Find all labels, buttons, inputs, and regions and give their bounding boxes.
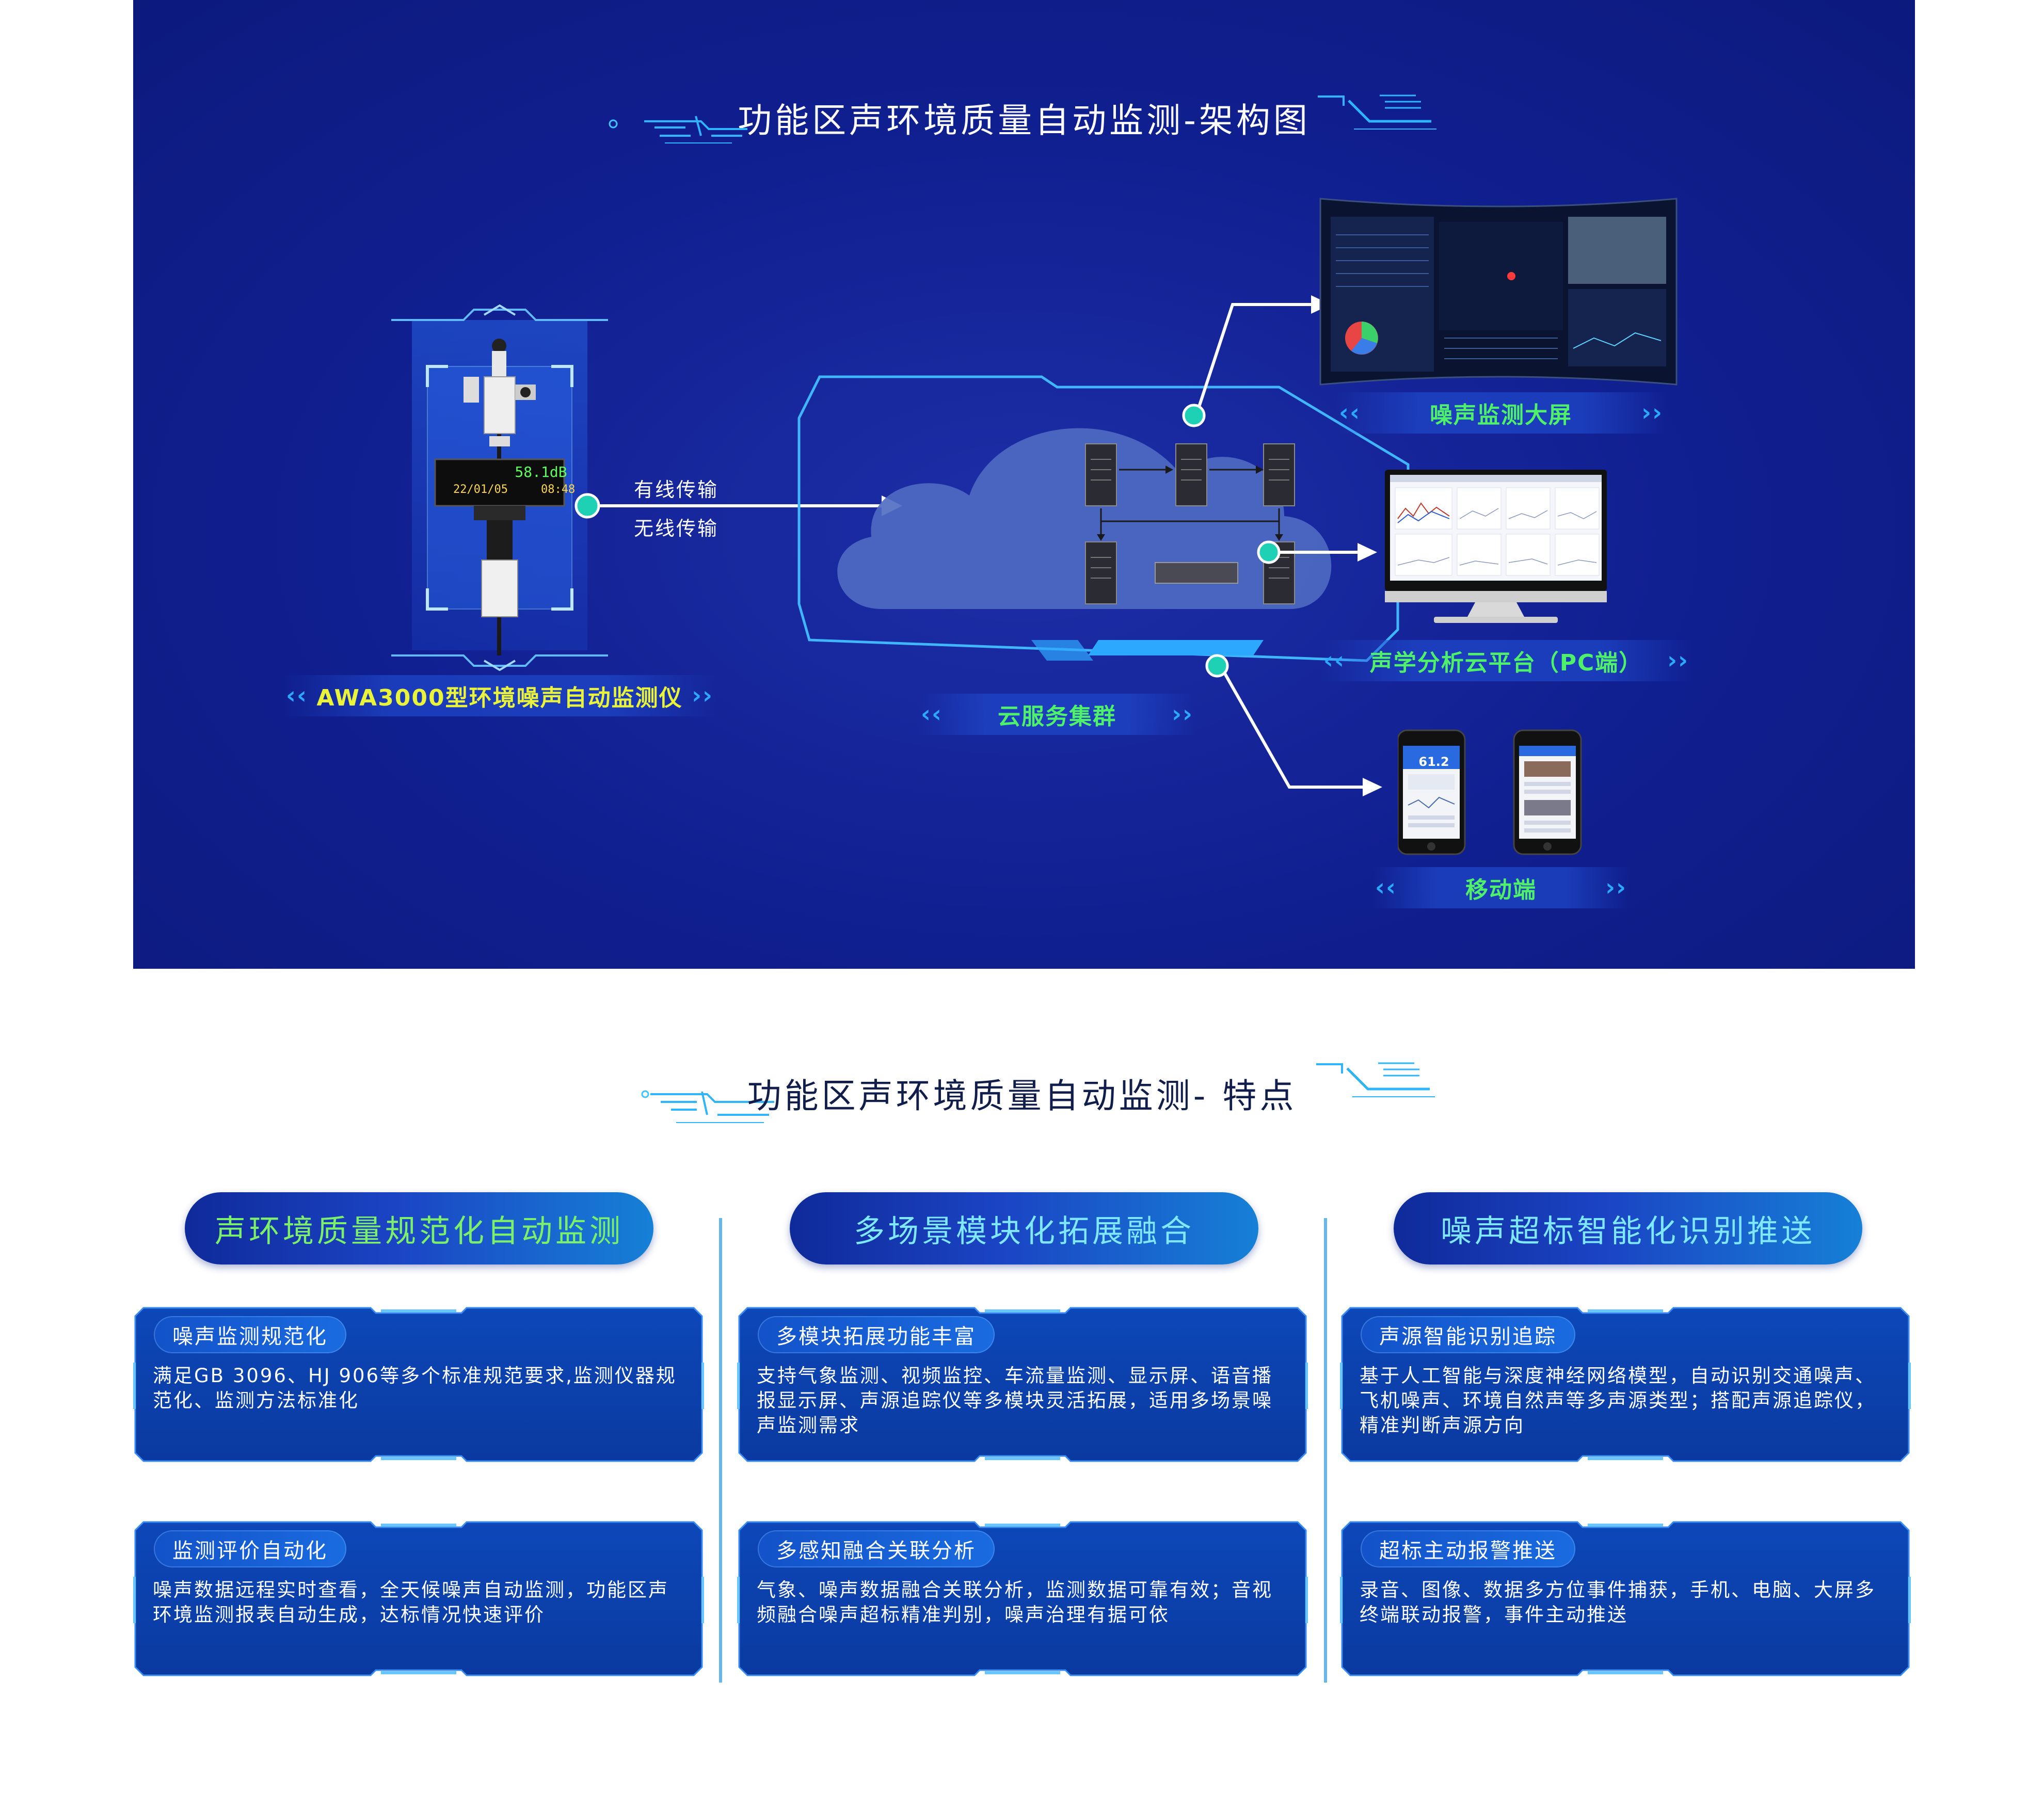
features-title-right-decoration (1316, 1062, 1435, 1097)
chevron-right-icon: ›› (1641, 398, 1663, 426)
feature-card-tag: 多模块拓展功能丰富 (758, 1316, 995, 1353)
chevron-left-icon: ‹‹ (921, 700, 943, 728)
feature-card-text: 气象、噪声数据融合关联分析，监测数据可靠有效；音视频融合噪声超标精准判别，噪声治… (757, 1579, 1273, 1626)
mobile-label-text: 移动端 (1465, 877, 1537, 903)
pc-platform-label-text: 声学分析云平台（PC端） (1369, 650, 1643, 676)
chevron-right-icon: ›› (1667, 646, 1689, 674)
big-screen-label-text: 噪声监测大屏 (1430, 402, 1572, 428)
chevron-right-icon: ›› (1605, 873, 1627, 901)
pc-platform-label: ‹‹ 声学分析云平台（PC端） ›› (1320, 640, 1692, 681)
chevron-left-icon: ‹‹ (286, 681, 308, 709)
feature-card-tag: 噪声监测规范化 (154, 1316, 346, 1353)
wired-transmission-label: 有线传输 (634, 478, 719, 501)
chevron-right-icon: ›› (1172, 700, 1193, 728)
feature-card-text: 支持气象监测、视频监控、车流量监测、显示屏、语音播报显示屏、声源追踪仪等多模块灵… (757, 1365, 1273, 1436)
column-divider (719, 1218, 722, 1683)
chevron-left-icon: ‹‹ (1323, 646, 1345, 674)
column-heading-standardized: 声环境质量规范化自动监测 (185, 1192, 653, 1264)
feature-card: 多感知融合关联分析 气象、噪声数据融合关联分析，监测数据可靠有效；音视频融合噪声… (737, 1520, 1308, 1677)
feature-card-tag: 多感知融合关联分析 (758, 1530, 995, 1567)
device-label-text: AWA3000型环境噪声自动监测仪 (316, 685, 683, 711)
feature-card-text: 噪声数据远程实时查看，全天候噪声自动监测，功能区声环境监测报表自动生成，达标情况… (153, 1579, 669, 1626)
pc-monitor (1385, 470, 1607, 623)
device-display-time: 08:48 (541, 483, 576, 496)
feature-card: 声源智能识别追踪 基于人工智能与深度神经网络模型，自动识别交通噪声、飞机噪声、环… (1340, 1306, 1911, 1463)
title-left-decoration (609, 116, 747, 143)
mobile-label: ‹‹ 移动端 ›› (1372, 867, 1630, 908)
wireless-transmission-label: 无线传输 (634, 517, 719, 540)
architecture-panel: 功能区声环境质量自动监测-架构图 (133, 0, 1915, 969)
title-right-decoration (1318, 94, 1436, 130)
feature-card-tag: 声源智能识别追踪 (1361, 1316, 1575, 1353)
chevron-left-icon: ‹‹ (1339, 398, 1361, 426)
feature-card-text: 录音、图像、数据多方位事件捕获，手机、电脑、大屏多终端联动报警，事件主动推送 (1360, 1579, 1876, 1626)
output-connectors (1182, 295, 1382, 796)
chevron-right-icon: ›› (692, 681, 713, 709)
feature-card: 噪声监测规范化 满足GB 3096、HJ 906等多个标准规范要求,监测仪器规范… (133, 1306, 704, 1463)
feature-card-tag: 超标主动报警推送 (1361, 1530, 1575, 1567)
feature-card: 多模块拓展功能丰富 支持气象监测、视频监控、车流量监测、显示屏、语音播报显示屏、… (737, 1306, 1308, 1463)
cloud-label: ‹‹ 云服务集群 ›› (918, 694, 1196, 735)
feature-card: 超标主动报警推送 录音、图像、数据多方位事件捕获，手机、电脑、大屏多终端联动报警… (1340, 1520, 1911, 1677)
device-display-value: 58.1dB (515, 463, 567, 481)
cloud-label-text: 云服务集群 (998, 703, 1116, 730)
monitoring-big-screen (1319, 198, 1678, 386)
feature-card-text: 基于人工智能与深度神经网络模型，自动识别交通噪声、飞机噪声、环境自然声等多声源类… (1360, 1365, 1876, 1436)
phone-reading: 61.2 (1418, 755, 1449, 769)
column-heading-modular: 多场景模块化拓展融合 (790, 1192, 1258, 1264)
chevron-left-icon: ‹‹ (1375, 873, 1397, 901)
features-title-left-decoration (641, 1090, 774, 1123)
column-heading-intelligent: 噪声超标智能化识别推送 (1394, 1192, 1862, 1264)
feature-card-tag: 监测评价自动化 (154, 1530, 346, 1567)
device-frame (391, 304, 608, 671)
device-label: ‹‹ AWA3000型环境噪声自动监测仪 ›› (283, 675, 716, 716)
device-display-date: 22/01/05 (453, 483, 508, 496)
column-divider (1324, 1218, 1327, 1683)
features-title: 功能区声环境质量自动监测- 特点 (747, 1076, 1297, 1116)
mobile-phones (1398, 729, 1582, 855)
feature-card-text: 满足GB 3096、HJ 906等多个标准规范要求,监测仪器规范化、监测方法标准… (153, 1365, 677, 1412)
feature-card: 监测评价自动化 噪声数据远程实时查看，全天候噪声自动监测，功能区声环境监测报表自… (133, 1520, 704, 1677)
big-screen-label: ‹‹ 噪声监测大屏 ›› (1336, 392, 1666, 434)
architecture-title: 功能区声环境质量自动监测-架构图 (738, 101, 1311, 140)
